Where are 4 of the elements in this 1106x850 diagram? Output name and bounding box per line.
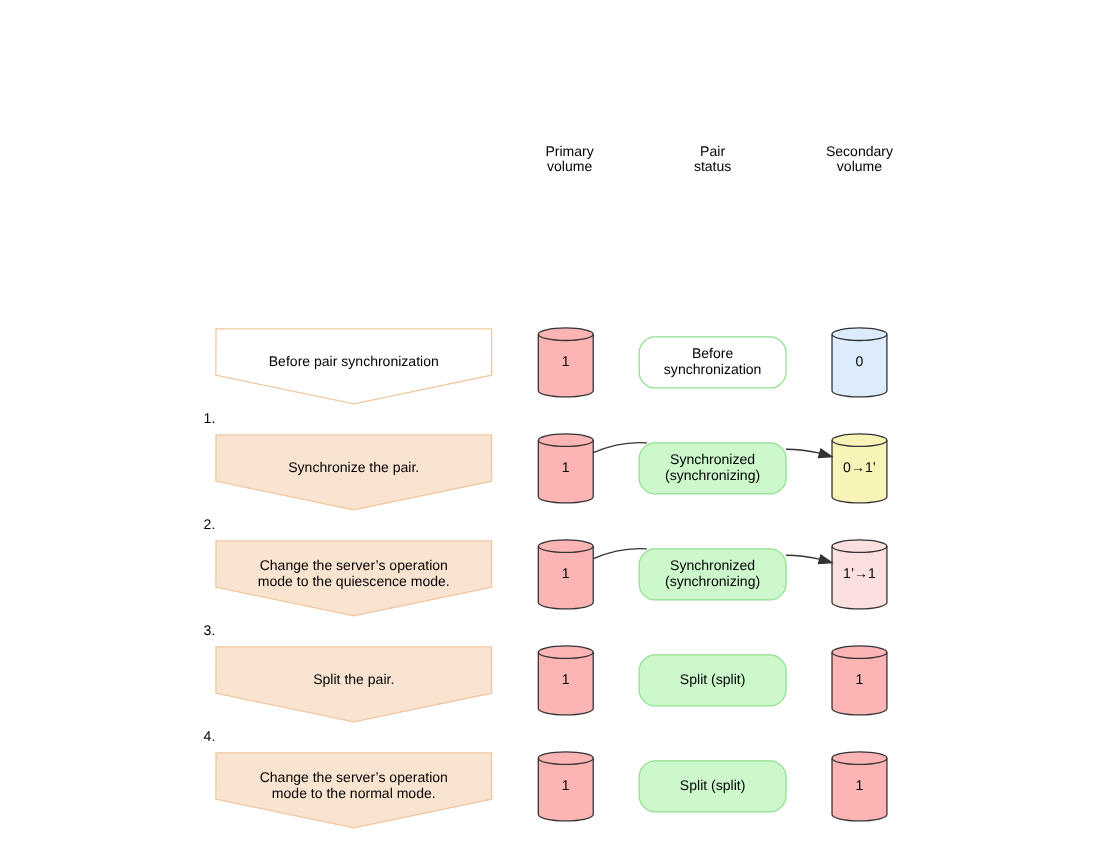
arrow [785, 447, 834, 459]
connector [592, 547, 648, 560]
arrow [785, 553, 834, 565]
connector [592, 441, 648, 454]
